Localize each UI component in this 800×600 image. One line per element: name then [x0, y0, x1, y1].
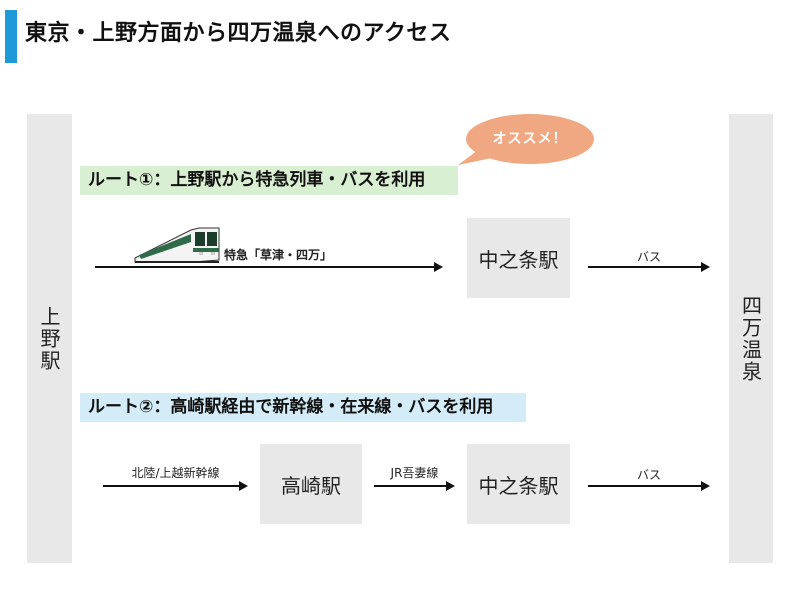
route-1-train-label: 特急「草津・四万」 [224, 248, 333, 262]
route-2-bus-label: バス [636, 468, 661, 482]
route-1-bus-label: バス [636, 250, 661, 264]
route-1-train-arrow [95, 262, 443, 272]
route-2-bus-arrow [588, 481, 710, 491]
origin-station-column: 上野駅 [27, 114, 72, 563]
origin-station-label: 上野駅 [37, 305, 61, 372]
route-2-heading: ルート②：高崎駅経由で新幹線・在来線・バスを利用 [80, 393, 526, 422]
route-2-station-takasaki: 高崎駅 [260, 444, 362, 524]
route-1-station-nakanojo: 中之条駅 [467, 218, 570, 298]
station-name: 中之条駅 [478, 247, 559, 272]
station-name: 中之条駅 [478, 473, 559, 498]
route-1-heading: ルート①：上野駅から特急列車・バスを利用 [80, 166, 458, 195]
train-icon [134, 227, 220, 263]
route-1-bus-arrow [588, 262, 710, 272]
title-accent-bar [5, 10, 17, 63]
route-2-station-nakanojo: 中之条駅 [467, 444, 570, 524]
destination-column: 四万温泉 [729, 114, 773, 563]
recommend-badge-label: オススメ！ [492, 131, 568, 147]
destination-label: 四万温泉 [738, 294, 763, 383]
route-2-shinkansen-label: 北陸/上越新幹線 [131, 466, 220, 480]
route-2-shinkansen-arrow [103, 481, 248, 491]
page-title: 東京・上野方面から四万温泉へのアクセス [25, 21, 452, 46]
route-2-agatsuma-arrow [374, 481, 455, 491]
station-name: 高崎駅 [281, 473, 341, 498]
route-2-agatsuma-label: JR吾妻線 [390, 466, 439, 480]
